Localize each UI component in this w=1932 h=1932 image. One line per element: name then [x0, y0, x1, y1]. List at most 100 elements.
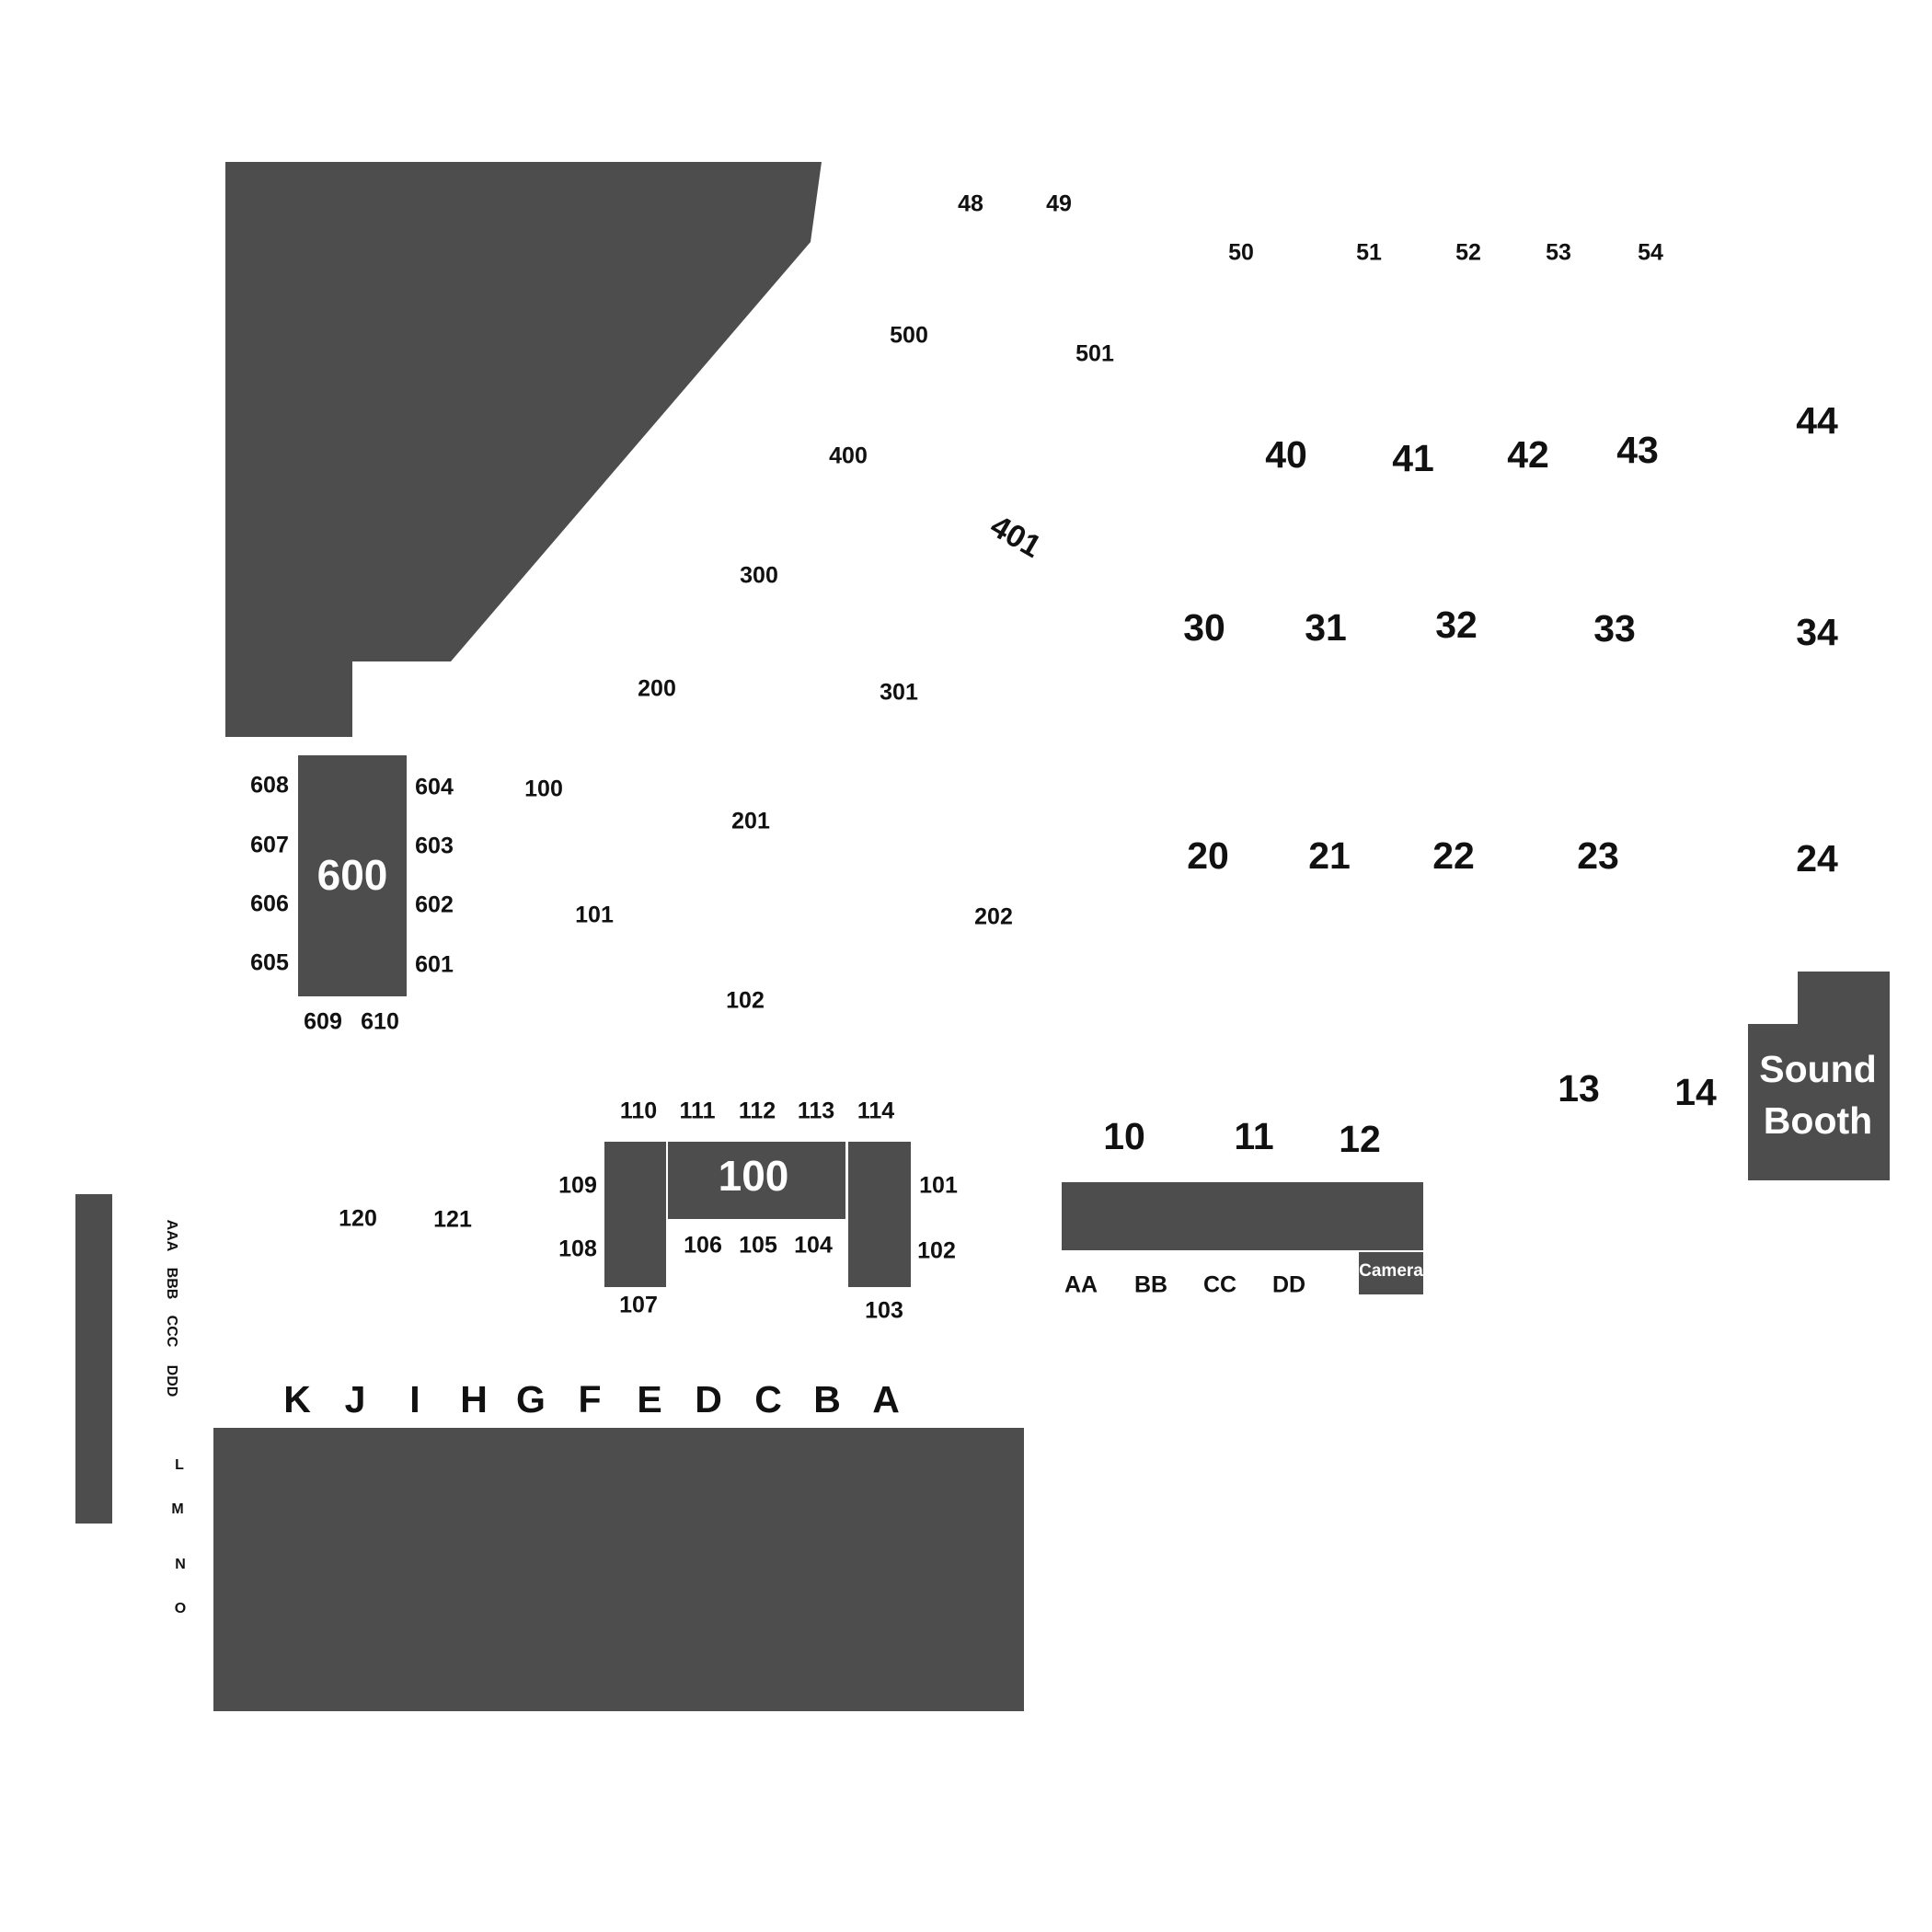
section-202[interactable]: 202: [974, 904, 1013, 930]
block-600[interactable]: [298, 755, 407, 996]
row-h[interactable]: H: [460, 1378, 488, 1420]
main-floor-block: [213, 1428, 1024, 1711]
section-121[interactable]: 121: [433, 1207, 472, 1233]
section-20[interactable]: 20: [1187, 834, 1229, 877]
section-606[interactable]: 606: [250, 891, 289, 917]
section-102[interactable]: 102: [726, 988, 765, 1014]
section-112[interactable]: 112: [739, 1098, 776, 1124]
section-110[interactable]: 110: [620, 1098, 657, 1124]
section-300[interactable]: 300: [740, 563, 778, 589]
section-101[interactable]: 101: [575, 903, 614, 928]
row-b[interactable]: B: [813, 1378, 841, 1420]
block-100-right[interactable]: [848, 1142, 911, 1287]
section-602[interactable]: 602: [415, 892, 454, 918]
section-111[interactable]: 111: [680, 1098, 716, 1124]
row-k[interactable]: K: [283, 1378, 311, 1420]
side-bar-left: [75, 1194, 112, 1524]
section-610[interactable]: 610: [361, 1009, 399, 1035]
section-608[interactable]: 608: [250, 773, 289, 799]
section-41[interactable]: 41: [1392, 437, 1434, 479]
stage-structure-top-left: [225, 162, 822, 737]
section-500[interactable]: 500: [890, 323, 928, 349]
section-102-right[interactable]: 102: [917, 1238, 956, 1264]
row-a[interactable]: A: [872, 1378, 900, 1420]
section-100[interactable]: 100: [524, 776, 563, 802]
section-200[interactable]: 200: [638, 676, 676, 702]
section-105[interactable]: 105: [739, 1233, 777, 1259]
section-104[interactable]: 104: [794, 1233, 833, 1259]
section-33[interactable]: 33: [1593, 607, 1636, 650]
section-201[interactable]: 201: [731, 809, 770, 834]
section-107[interactable]: 107: [619, 1293, 658, 1318]
section-23[interactable]: 23: [1577, 834, 1619, 877]
section-605[interactable]: 605: [250, 950, 289, 976]
row-e[interactable]: E: [637, 1378, 661, 1420]
section-bb[interactable]: BB: [1134, 1272, 1167, 1298]
sound-booth: [1748, 972, 1890, 1180]
section-12[interactable]: 12: [1339, 1118, 1381, 1160]
section-301[interactable]: 301: [880, 680, 918, 706]
section-109[interactable]: 109: [558, 1173, 597, 1199]
section-401[interactable]: 401: [984, 509, 1047, 565]
section-607[interactable]: 607: [250, 833, 289, 858]
section-dd[interactable]: DD: [1272, 1272, 1305, 1298]
section-52[interactable]: 52: [1455, 240, 1481, 266]
block-100-center[interactable]: [668, 1142, 845, 1219]
row-aaa[interactable]: AAA: [164, 1220, 179, 1252]
section-54[interactable]: 54: [1638, 240, 1663, 266]
section-31[interactable]: 31: [1305, 606, 1347, 649]
section-42[interactable]: 42: [1507, 433, 1549, 476]
row-d[interactable]: D: [695, 1378, 722, 1420]
section-108[interactable]: 108: [558, 1236, 597, 1262]
row-bbb[interactable]: BBB: [164, 1268, 179, 1300]
row-f[interactable]: F: [578, 1378, 601, 1420]
section-40[interactable]: 40: [1265, 433, 1307, 476]
section-cc[interactable]: CC: [1203, 1272, 1236, 1298]
section-14[interactable]: 14: [1674, 1071, 1717, 1113]
camera-platform: [1359, 1252, 1423, 1294]
row-o[interactable]: O: [175, 1601, 186, 1616]
row-l[interactable]: L: [175, 1457, 184, 1473]
block-600-label: 600: [317, 851, 388, 899]
section-44[interactable]: 44: [1796, 399, 1838, 442]
section-32[interactable]: 32: [1435, 604, 1478, 646]
section-10[interactable]: 10: [1103, 1115, 1145, 1157]
row-ccc[interactable]: CCC: [164, 1316, 179, 1348]
riser-aa-dd[interactable]: [1062, 1182, 1423, 1250]
section-106[interactable]: 106: [684, 1233, 722, 1259]
section-603[interactable]: 603: [415, 834, 454, 859]
row-ddd[interactable]: DDD: [164, 1365, 179, 1397]
section-13[interactable]: 13: [1558, 1067, 1600, 1110]
section-11[interactable]: 11: [1234, 1115, 1273, 1157]
section-43[interactable]: 43: [1616, 429, 1659, 471]
section-34[interactable]: 34: [1796, 611, 1838, 653]
section-609[interactable]: 609: [304, 1009, 342, 1035]
row-g[interactable]: G: [516, 1378, 546, 1420]
section-113[interactable]: 113: [798, 1098, 834, 1124]
section-53[interactable]: 53: [1546, 240, 1571, 266]
row-n[interactable]: N: [175, 1557, 186, 1572]
section-24[interactable]: 24: [1796, 837, 1838, 880]
row-i[interactable]: I: [409, 1378, 420, 1420]
section-21[interactable]: 21: [1308, 834, 1351, 877]
row-j[interactable]: J: [345, 1378, 366, 1420]
block-100-left[interactable]: [604, 1142, 666, 1287]
row-m[interactable]: M: [171, 1501, 183, 1517]
section-114[interactable]: 114: [857, 1098, 894, 1124]
section-aa[interactable]: AA: [1064, 1272, 1098, 1298]
section-501[interactable]: 501: [1075, 341, 1114, 367]
section-48[interactable]: 48: [958, 191, 983, 217]
section-400[interactable]: 400: [829, 443, 868, 469]
section-22[interactable]: 22: [1432, 834, 1475, 877]
sound-booth-label-2: Booth: [1764, 1099, 1872, 1142]
section-103[interactable]: 103: [865, 1298, 903, 1324]
section-601[interactable]: 601: [415, 952, 454, 978]
section-101-right[interactable]: 101: [919, 1173, 958, 1199]
section-50[interactable]: 50: [1228, 240, 1254, 266]
section-120[interactable]: 120: [339, 1206, 377, 1232]
row-c[interactable]: C: [754, 1378, 782, 1420]
section-30[interactable]: 30: [1183, 606, 1225, 649]
section-49[interactable]: 49: [1046, 191, 1072, 217]
section-51[interactable]: 51: [1356, 240, 1382, 266]
section-604[interactable]: 604: [415, 775, 454, 800]
